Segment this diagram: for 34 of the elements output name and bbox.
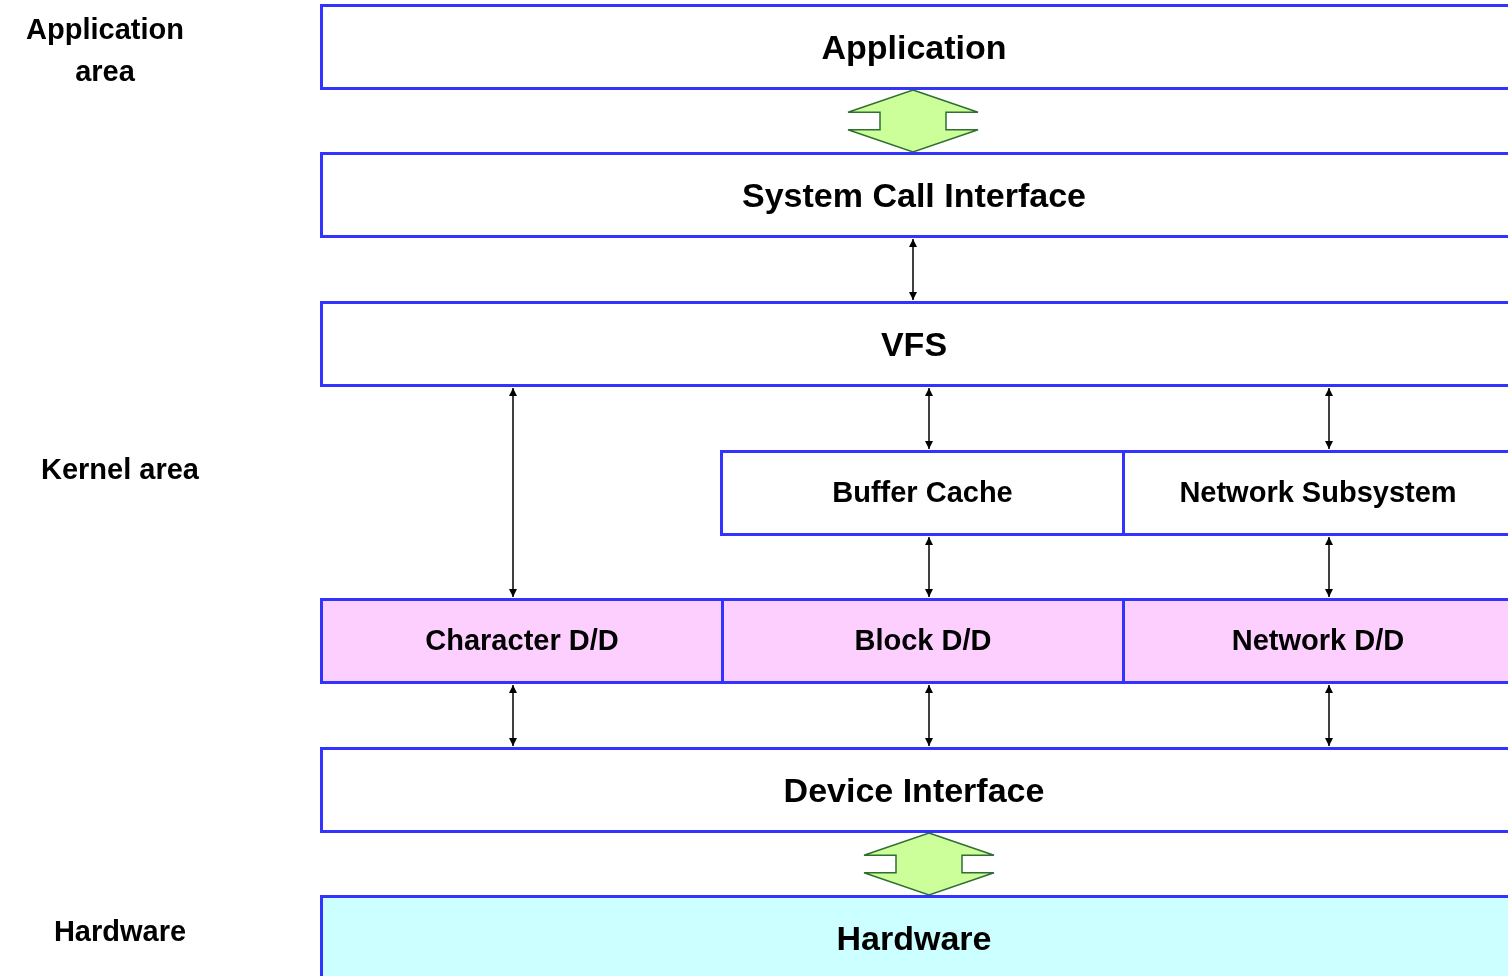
arrow bbox=[1325, 536, 1333, 598]
layer-box bbox=[320, 598, 724, 684]
layer-box bbox=[320, 4, 1508, 90]
layer-label: Network Subsystem bbox=[1179, 475, 1457, 511]
arrow bbox=[1325, 387, 1333, 450]
arrow bbox=[509, 387, 517, 598]
layer-box bbox=[720, 450, 1125, 536]
layer-box bbox=[320, 895, 1508, 976]
layer-label: System Call Interface bbox=[742, 174, 1086, 216]
arrow bbox=[1325, 684, 1333, 747]
layer-label: Hardware bbox=[836, 917, 992, 959]
arrow bbox=[925, 387, 933, 450]
area-label: Application area bbox=[25, 12, 185, 89]
layer-label: VFS bbox=[880, 323, 948, 365]
layer-label: Buffer Cache bbox=[832, 475, 1013, 511]
area-label: Kernel area bbox=[40, 452, 200, 487]
layer-box bbox=[320, 301, 1508, 387]
layer-box bbox=[1122, 598, 1508, 684]
arrow bbox=[909, 238, 917, 301]
double-arrow bbox=[863, 832, 995, 896]
double-arrow bbox=[847, 89, 979, 153]
layer-box bbox=[320, 747, 1508, 833]
area-label: Hardware bbox=[52, 914, 188, 949]
layer-box bbox=[1122, 450, 1508, 536]
layer-box bbox=[320, 152, 1508, 238]
layer-box bbox=[721, 598, 1125, 684]
layer-label: Block D/D bbox=[854, 623, 992, 659]
layer-label: Character D/D bbox=[425, 623, 619, 659]
layer-label: Device Interface bbox=[783, 769, 1045, 811]
arrow bbox=[925, 536, 933, 598]
arrow bbox=[925, 684, 933, 747]
layer-label: Network D/D bbox=[1231, 623, 1405, 659]
layer-label: Application bbox=[821, 26, 1007, 68]
arrow bbox=[509, 684, 517, 747]
